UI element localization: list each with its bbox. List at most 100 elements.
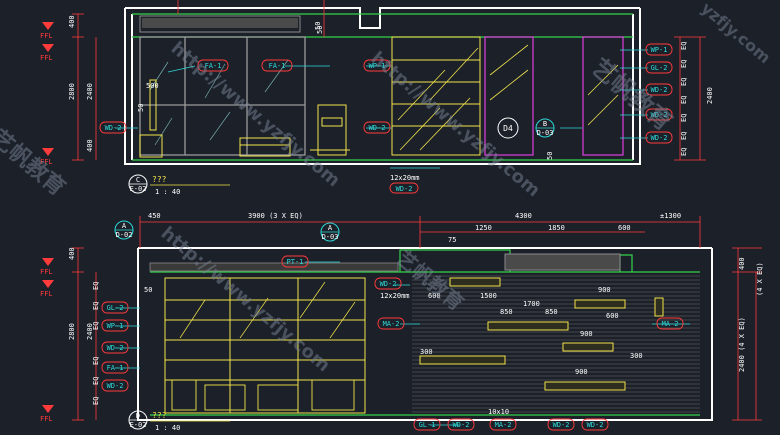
level-label: FFL bbox=[40, 54, 53, 62]
dim-label: 400 bbox=[86, 139, 94, 152]
shelf-dim: 850 bbox=[500, 308, 513, 316]
watermark-url-edge: yzfjy.com bbox=[697, 0, 774, 67]
elev-title: ??? bbox=[152, 411, 167, 420]
dim-label: EQ bbox=[92, 397, 100, 405]
level-label: FFL bbox=[40, 32, 53, 40]
callout-a2-letter: A bbox=[328, 224, 333, 232]
bottom-header-band bbox=[149, 262, 399, 272]
bottom-dimension-lines bbox=[72, 216, 762, 421]
bottom-glass-note: 12x20mm bbox=[380, 292, 410, 300]
bottom-level-labels: FFL FFL FFL bbox=[40, 268, 53, 423]
dim-label: 1250 bbox=[475, 224, 492, 232]
bottom-right-shelves bbox=[419, 277, 664, 391]
top-soffit bbox=[139, 15, 301, 33]
callout-b-letter: B bbox=[543, 120, 547, 128]
tag-label: WD-2 bbox=[651, 86, 668, 94]
watermark-url-bottom: http://www.yzfjy.com bbox=[157, 223, 334, 376]
tag-label: WD-2 bbox=[651, 134, 668, 142]
shelf-dim: 600 bbox=[606, 312, 619, 320]
elev-id: C bbox=[136, 176, 140, 184]
text-layer: FA-1 FA-1 WP-1 WD-2 WD-2 WP-1 GL-2 WD-2 … bbox=[40, 15, 764, 432]
elev-scale: 1 : 40 bbox=[155, 188, 180, 196]
elev-sheet: E-02 bbox=[130, 421, 147, 429]
tag-label: MA-2 bbox=[495, 421, 512, 429]
dim-label: 50 bbox=[546, 152, 554, 160]
tag-label: WD-2 bbox=[587, 421, 604, 429]
dim-label: 450 bbox=[148, 212, 161, 220]
tag-label: WP-1 bbox=[107, 322, 124, 330]
dim-label: EQ bbox=[680, 96, 688, 104]
shelf-dim: 600 bbox=[428, 292, 441, 300]
callout-a2-sheet: D-03 bbox=[322, 233, 339, 241]
tag-label: WD-2 bbox=[107, 344, 124, 352]
dim-label: EQ bbox=[92, 357, 100, 365]
dim-label: 2400 bbox=[706, 87, 714, 104]
dim-label: EQ bbox=[680, 78, 688, 86]
top-elevation bbox=[42, 0, 706, 169]
top-door-frames bbox=[484, 36, 624, 156]
dim-label: 4300 bbox=[515, 212, 532, 220]
dim-label: 2800 bbox=[68, 323, 76, 340]
top-glass-note: 12x20mm bbox=[390, 174, 420, 182]
top-level-markers bbox=[42, 22, 54, 156]
dim-label: 400 bbox=[738, 257, 746, 270]
top-soffit-fill bbox=[142, 18, 298, 28]
dim-label: 400 bbox=[68, 247, 76, 260]
dim-label: 2800 bbox=[68, 83, 76, 100]
top-glass-tag: WD-2 bbox=[396, 185, 413, 193]
watermark-brand-left: 艺帆教育 bbox=[0, 125, 70, 201]
shelf-dim: 1500 bbox=[480, 292, 497, 300]
dim-label: 75 bbox=[448, 236, 456, 244]
bottom-soffit bbox=[504, 253, 621, 271]
top-glass-hatch bbox=[149, 59, 289, 146]
tag-label: WD-2 bbox=[380, 280, 397, 288]
tag-label: MA-2 bbox=[662, 320, 679, 328]
elev-title: ??? bbox=[152, 175, 167, 184]
tag-label: WD-2 bbox=[651, 111, 668, 119]
tag-label: PT-1 bbox=[287, 258, 304, 266]
top-callouts: D4 B D-03 bbox=[497, 117, 555, 139]
bottom-wall-outline bbox=[137, 247, 713, 421]
tag-label: WD-2 bbox=[553, 421, 570, 429]
bottom-callouts: A D-02 A D-03 bbox=[114, 220, 340, 242]
dim-label: 2400 bbox=[86, 323, 94, 340]
top-elevation-title: C E-02 ??? 1 : 40 bbox=[128, 174, 230, 196]
dim-label: EQ bbox=[92, 377, 100, 385]
dim-label: ±1300 bbox=[660, 212, 681, 220]
top-wall-outline bbox=[124, 7, 641, 165]
tag-label: GL-2 bbox=[107, 304, 124, 312]
tag-label: GL-2 bbox=[651, 64, 668, 72]
tag-label: WD-2 bbox=[107, 382, 124, 390]
bottom-level-markers bbox=[42, 258, 54, 413]
callout-a-letter: A bbox=[122, 222, 127, 230]
dim-label: EQ bbox=[680, 60, 688, 68]
shelf-dim: 1700 bbox=[523, 300, 540, 308]
tag-label: WD-2 bbox=[453, 421, 470, 429]
bottom-left-hatch bbox=[179, 281, 356, 339]
bottom-seating bbox=[171, 379, 355, 411]
dim-label: EQ bbox=[680, 114, 688, 122]
tag-label: FA-1 bbox=[205, 62, 222, 70]
shelf-dim: 300 bbox=[630, 352, 643, 360]
elev-scale: 1 : 40 bbox=[155, 424, 180, 432]
dim-label: EQ bbox=[92, 302, 100, 310]
tag-label: WD-2 bbox=[369, 124, 386, 132]
top-door-hatch bbox=[489, 44, 619, 126]
top-tag-group: FA-1 FA-1 WP-1 WD-2 WD-2 WP-1 GL-2 WD-2 … bbox=[99, 43, 673, 144]
tag-label: WP-1 bbox=[651, 46, 668, 54]
tag-label: MA-2 bbox=[383, 320, 400, 328]
dim-label: 3900 (3 X EQ) bbox=[248, 212, 303, 220]
dim-label: 50 bbox=[316, 26, 324, 34]
dim-label: EQ bbox=[680, 148, 688, 156]
callout-b-sheet: D-03 bbox=[537, 129, 554, 137]
dim-label: 500 bbox=[146, 82, 159, 90]
dim-label: 2400 bbox=[86, 83, 94, 100]
dim-label: EQ bbox=[92, 282, 100, 290]
dim-label: 1850 bbox=[548, 224, 565, 232]
shelf-dim: 900 bbox=[575, 368, 588, 376]
top-furniture bbox=[139, 79, 350, 158]
dim-label: 600 bbox=[618, 224, 631, 232]
top-leaders bbox=[115, 49, 648, 169]
top-cabinet-hatch bbox=[397, 47, 479, 151]
